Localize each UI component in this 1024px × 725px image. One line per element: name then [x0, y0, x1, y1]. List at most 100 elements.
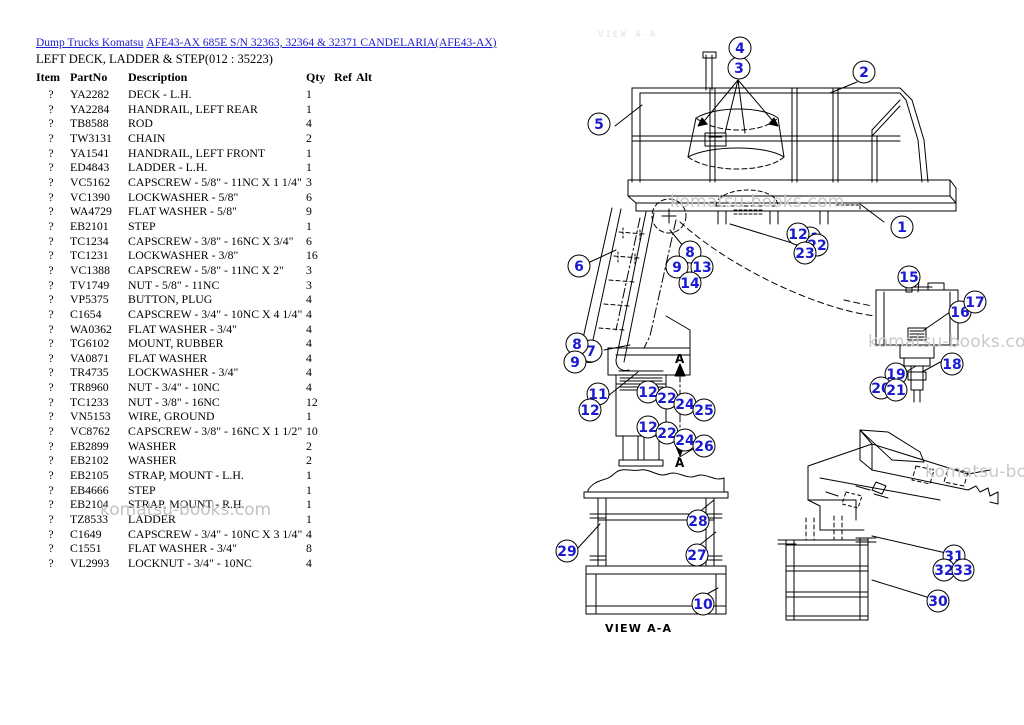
cell-item: ?: [48, 262, 54, 277]
callout-bubble-33[interactable]: 33: [951, 558, 975, 582]
callout-bubble-10[interactable]: 10: [691, 592, 715, 616]
cell-description: MOUNT, RUBBER: [128, 336, 224, 351]
callout-bubble-18[interactable]: 18: [940, 352, 964, 376]
cell-qty: 9: [306, 204, 312, 219]
cell-alt: [356, 322, 378, 337]
cell-item: ?: [48, 482, 54, 497]
callout-bubble-12[interactable]: 12: [636, 380, 660, 404]
callout-bubble-26[interactable]: 26: [692, 434, 716, 458]
callout-bubble-14[interactable]: 14: [678, 271, 702, 295]
cell-item: ?: [48, 556, 54, 570]
callout-bubble-2[interactable]: 2: [852, 60, 876, 84]
cell-qty: 4: [306, 306, 312, 321]
cell-alt: [356, 365, 378, 380]
callout-bubble-30[interactable]: 30: [926, 589, 950, 613]
cell-qty: 4: [306, 321, 312, 336]
callout-bubble-6[interactable]: 6: [567, 254, 591, 278]
callout-bubble-25[interactable]: 25: [692, 398, 716, 422]
callout-bubble-1[interactable]: 1: [890, 215, 914, 239]
callout-bubble-9[interactable]: 9: [563, 350, 587, 374]
callout-bubble-29[interactable]: 29: [555, 539, 579, 563]
cell-item: ?: [48, 541, 54, 556]
callout-bubble-3[interactable]: 3: [727, 56, 751, 80]
callout-bubble-21[interactable]: 21: [884, 378, 908, 402]
callout-bubble-12[interactable]: 12: [636, 415, 660, 439]
drawing-svg: 1234567898913141112222311121222242512222…: [555, 36, 999, 621]
cell-item: ?: [48, 306, 54, 321]
callout-number: 30: [928, 594, 948, 610]
cell-partno: TV1749: [70, 277, 110, 292]
cell-description: LADDER - L.H.: [128, 160, 208, 175]
callout-bubble-22[interactable]: 22: [655, 386, 679, 410]
callout-bubble-23[interactable]: 23: [793, 241, 817, 265]
cell-ref: [334, 512, 356, 527]
callout-bubble-13[interactable]: 13: [690, 255, 714, 279]
callout-bubble-28[interactable]: 28: [686, 509, 710, 533]
cell-item: ?: [48, 218, 54, 233]
callout-bubble-12[interactable]: 12: [786, 222, 810, 246]
callout-bubble-27[interactable]: 27: [685, 543, 709, 567]
callout-bubble-9[interactable]: 9: [665, 255, 689, 279]
cell-ref: [334, 160, 356, 175]
callout-bubble-24[interactable]: 24: [673, 428, 697, 452]
cell-alt: [356, 453, 378, 468]
callout-bubble-19[interactable]: 19: [884, 362, 908, 386]
cell-item: ?: [48, 512, 54, 527]
column-header-alt: Alt: [356, 70, 372, 84]
callout-bubble-17[interactable]: 17: [963, 290, 987, 314]
callout-bubble-12[interactable]: 12: [578, 398, 602, 422]
callout-bubble-4[interactable]: 4: [728, 36, 752, 60]
cell-description: LOCKWASHER - 5/8": [128, 189, 239, 204]
cell-description: CAPSCREW - 5/8" - 11NC X 2": [128, 262, 284, 277]
breadcrumb-link-root[interactable]: Dump Trucks Komatsu: [36, 37, 144, 49]
callout-bubble-22[interactable]: 22: [655, 421, 679, 445]
cell-item: ?: [48, 365, 54, 380]
callout-bubble-8[interactable]: 8: [565, 332, 589, 356]
callout-bubble-15[interactable]: 15: [897, 265, 921, 289]
cell-partno: TB8588: [70, 116, 109, 131]
cell-ref: [334, 116, 356, 131]
callout-bubble-32[interactable]: 32: [932, 558, 956, 582]
callout-bubble-5[interactable]: 5: [587, 112, 611, 136]
cell-alt: [356, 336, 378, 351]
cell-partno: WA4729: [70, 204, 112, 219]
breadcrumb-link-model[interactable]: AFE43-AX 685E S/N 32363, 32364 & 32371 C…: [146, 37, 497, 49]
callout-bubble-24[interactable]: 24: [673, 392, 697, 416]
callout-number: 12: [638, 420, 657, 436]
callout-bubble-8[interactable]: 8: [678, 240, 702, 264]
